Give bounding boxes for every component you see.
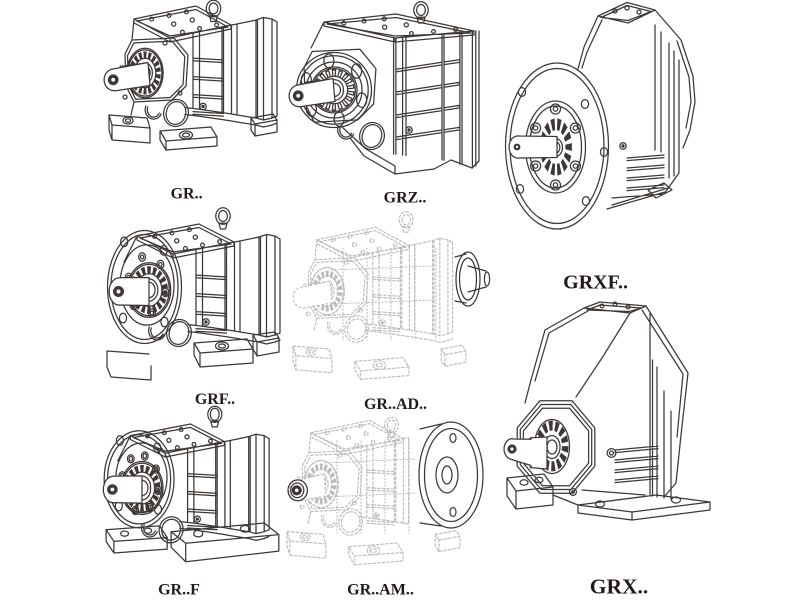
svg-text:GR..F: GR..F xyxy=(158,582,200,599)
svg-text:GR..AM..: GR..AM.. xyxy=(347,582,414,599)
svg-text:GRXF..: GRXF.. xyxy=(563,272,628,294)
svg-text:GR..: GR.. xyxy=(171,186,203,203)
svg-text:GRF..: GRF.. xyxy=(195,391,235,408)
svg-text:GR..AD..: GR..AD.. xyxy=(364,396,427,413)
svg-text:GRX..: GRX.. xyxy=(590,575,649,599)
svg-text:GRZ..: GRZ.. xyxy=(384,190,427,207)
